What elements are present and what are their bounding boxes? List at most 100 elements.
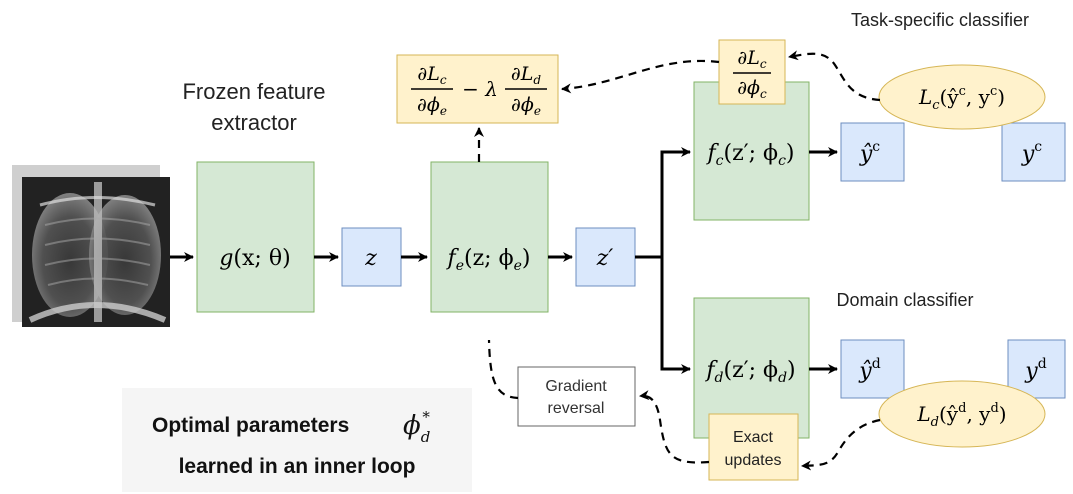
grad-e-operator: − λ — [462, 77, 498, 101]
domain-classifier-label: Domain classifier — [836, 290, 973, 310]
exact-updates-line1: Exact — [733, 429, 774, 446]
yhat-c-sup: c — [872, 139, 880, 155]
yhat-d-label: ŷd — [858, 356, 880, 384]
grad-e-den2-sub: e — [534, 104, 541, 118]
dashed-reversal-to-fe — [487, 339, 519, 400]
grad-c-den-sub: c — [760, 87, 767, 101]
loss-d-open: (ŷ — [939, 402, 959, 426]
grad-e-num1: ∂L — [417, 63, 439, 85]
grad-e-den1-sub: e — [440, 104, 447, 118]
loss-c-sup2: c — [990, 84, 997, 99]
optimal-symbol-sup: * — [422, 408, 430, 426]
z-prime-label: z′ — [596, 246, 614, 271]
y-d-sup: d — [1038, 356, 1047, 372]
fc-label: fc(z′; ϕc) — [705, 141, 794, 169]
frozen-label-line2: extractor — [211, 110, 297, 135]
y-d-label: yd — [1024, 356, 1046, 384]
z-prime-box — [575, 227, 636, 287]
grad-e-denominator2: ∂ϕe — [511, 94, 541, 118]
feature-encoder-box — [430, 161, 549, 313]
gradient-reversal-box — [517, 366, 636, 427]
fd-argsub: d — [778, 370, 787, 386]
note-box — [122, 388, 472, 492]
xray-image — [12, 165, 170, 327]
grad-e-den1: ∂ϕ — [417, 94, 440, 116]
exact-updates-box — [708, 413, 799, 481]
classifier-gradient-box — [718, 39, 786, 105]
yhat-c-label: ŷc — [859, 139, 880, 167]
fd-sub: d — [715, 370, 724, 386]
fc-argsub: c — [778, 153, 786, 169]
frozen-label-line1: Frozen feature — [182, 79, 325, 104]
fc-sub: c — [716, 153, 724, 169]
fe-sub: e — [456, 258, 464, 274]
z-label: z — [364, 246, 377, 271]
grad-c-num: ∂L — [737, 47, 759, 69]
y-d-box — [1007, 339, 1066, 399]
grad-c-denominator: ∂ϕc — [737, 77, 767, 101]
frozen-extractor-box — [196, 161, 315, 313]
y-c-box — [1001, 122, 1066, 182]
y-d-base: y — [1024, 359, 1038, 384]
grad-e-numerator1: ∂Lc — [417, 63, 446, 87]
yhat-d-sup: d — [872, 356, 881, 372]
grad-e-den2: ∂ϕ — [511, 94, 534, 116]
task-classifier-label: Task-specific classifier — [851, 10, 1029, 30]
grad-c-den: ∂ϕ — [737, 77, 760, 99]
fc-args: (z′; ϕ — [723, 141, 778, 166]
dashed-lossd-to-exact — [801, 418, 881, 471]
grad-c-numerator: ∂Lc — [737, 47, 766, 71]
fe-argsub: e — [514, 258, 522, 274]
arrow-zp-to-fd — [660, 257, 691, 374]
gradient-reversal-line1: Gradient — [545, 378, 607, 395]
grad-e-num2-sub: d — [533, 73, 541, 87]
loss-d-sub: d — [931, 415, 939, 430]
loss-c-sup1: c — [959, 84, 966, 99]
gradient-reversal-line2: reversal — [548, 400, 605, 417]
loss-d-base: L — [916, 402, 930, 426]
loss-c-sub: c — [932, 98, 940, 113]
optimal-line2: learned in an inner loop — [179, 455, 416, 478]
dashed-exact-to-reversal — [639, 390, 710, 464]
yhat-d-base: ŷ — [858, 359, 872, 384]
fe-close: ) — [522, 246, 531, 271]
dashed-gradc-to-grade — [561, 59, 720, 94]
loss-d-label: Ld(ŷd, yd) — [916, 401, 1006, 430]
domain-loss-ellipse — [878, 380, 1046, 448]
loss-d-close: ) — [999, 402, 1007, 426]
grad-e-formula: ∂Lc ∂ϕe − λ ∂Ld ∂ϕe — [411, 63, 547, 118]
loss-d-mid: , y — [966, 402, 991, 426]
loss-c-mid: , y — [966, 85, 991, 109]
g-fn: g — [219, 246, 233, 271]
grad-c-num-sub: c — [760, 57, 767, 71]
task-classifier-box — [693, 81, 810, 221]
y-c-base: y — [1021, 142, 1035, 167]
exact-updates-line2: updates — [725, 452, 782, 469]
loss-d-sup2: d — [990, 401, 998, 416]
loss-c-open: (ŷ — [940, 85, 960, 109]
task-loss-ellipse — [878, 64, 1046, 130]
y-c-label: yc — [1021, 139, 1042, 167]
loss-d-sup1: d — [958, 401, 966, 416]
optimal-symbol-base: ϕ — [403, 411, 421, 441]
yhat-d-box — [840, 339, 905, 399]
optimal-symbol: ϕd * — [403, 408, 430, 446]
yhat-c-base: ŷ — [859, 142, 873, 167]
y-c-sup: c — [1034, 139, 1042, 155]
g-label: g(x; θ) — [219, 246, 290, 271]
dashed-lossc-to-gradc — [788, 50, 881, 102]
loss-c-label: Lc(ŷc, yc) — [918, 84, 1005, 113]
fd-label: fd(z′; ϕd) — [704, 358, 795, 386]
optimal-line1: Optimal parameters — [152, 414, 349, 437]
loss-c-base: L — [918, 85, 932, 109]
arrow-zp-to-fc — [635, 147, 691, 259]
grad-e-numerator2: ∂Ld — [511, 63, 541, 87]
grad-e-num2: ∂L — [511, 63, 533, 85]
loss-c-close: ) — [997, 85, 1005, 109]
grad-e-denominator1: ∂ϕe — [417, 94, 447, 118]
grad-e-num1-sub: c — [440, 73, 447, 87]
fd-close: ) — [787, 358, 796, 383]
fe-args: (z; ϕ — [464, 246, 514, 271]
optimal-symbol-sub: d — [421, 428, 431, 446]
